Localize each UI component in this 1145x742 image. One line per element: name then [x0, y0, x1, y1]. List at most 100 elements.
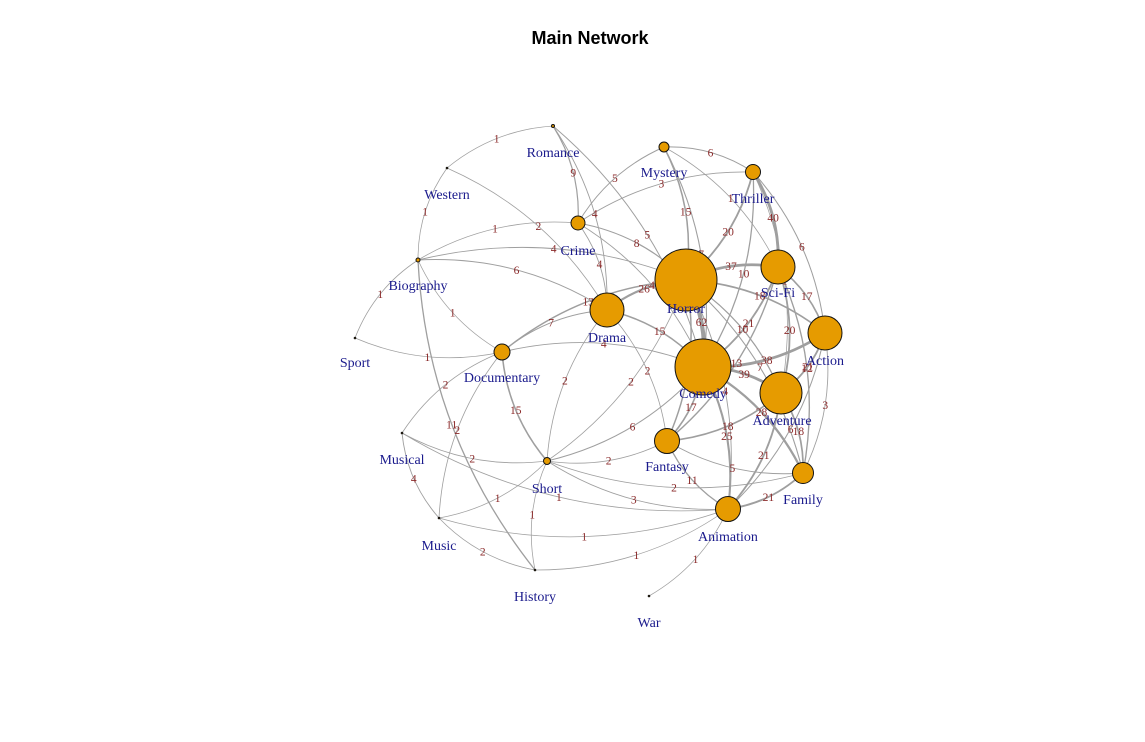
node-label-western: Western: [424, 188, 470, 203]
edge-documentary-biography: [417, 259, 503, 353]
edge-weight-label-music-history: 2: [480, 547, 486, 559]
edge-weight-label-adventure-family: 18: [793, 426, 805, 438]
node-mystery: [658, 141, 670, 153]
edge-weight-label-drama-documentary: 7: [548, 318, 554, 330]
edge-weight-label-horror-comedy: 62: [696, 317, 708, 329]
node-adventure: [759, 371, 803, 415]
edge-weight-label-documentary-musical: 2: [443, 380, 449, 392]
edge-crime-biography: [417, 221, 579, 261]
node-label-action: Action: [806, 354, 844, 369]
node-music: [437, 516, 441, 520]
node-label-biography: Biography: [388, 279, 447, 294]
node-label-short: Short: [532, 482, 562, 497]
edge-weight-label-comedy-adventure: 39: [738, 369, 750, 381]
edge-weight-label-biography-sport: 1: [377, 289, 383, 301]
edge-weight-label-drama-western: 2: [536, 221, 542, 233]
node-label-animation: Animation: [698, 530, 758, 545]
node-label-crime: Crime: [561, 244, 596, 259]
edge-weight-label-animation-musical: 1: [556, 492, 562, 504]
edge-mystery-crime: [577, 146, 665, 224]
edge-weight-label-horror-adventure: 10: [737, 324, 749, 336]
edge-crime-romance: [552, 125, 579, 224]
edge-documentary-sport: [354, 337, 503, 359]
node-label-romance: Romance: [527, 146, 580, 161]
edge-weight-label-adventure-animation: 21: [758, 450, 770, 462]
edge-sci-fi-family: [777, 266, 811, 474]
edge-weight-label-comedy-documentary: 4: [601, 338, 607, 350]
edge-weight-label-crime-biography: 1: [492, 224, 498, 236]
edge-documentary-musical: [401, 351, 503, 434]
edge-weight-label-comedy-thriller: 10: [738, 269, 750, 281]
edge-short-music: [438, 460, 548, 519]
edge-weight-label-adventure-sci-fi: 20: [784, 325, 796, 337]
edge-short-musical: [401, 432, 548, 464]
edge-weight-label-comedy-family: 28: [756, 407, 768, 419]
edge-weight-label-fantasy-short: 2: [606, 456, 612, 468]
edge-weight-label-comedy-sci-fi: 21: [743, 318, 755, 330]
node-label-history: History: [514, 590, 556, 605]
edge-weight-label-comedy-romance: 5: [644, 230, 650, 242]
node-short: [543, 457, 551, 465]
edge-action-animation: [727, 332, 826, 510]
edge-animation-history: [534, 508, 729, 571]
edge-weight-label-crime-romance: 9: [570, 168, 576, 180]
edge-weight-label-musical-music: 4: [411, 474, 417, 486]
node-label-fantasy: Fantasy: [645, 460, 689, 475]
node-action: [807, 315, 843, 351]
node-label-musical: Musical: [379, 453, 424, 468]
edge-animation-war: [648, 508, 729, 597]
node-biography: [415, 257, 421, 263]
edge-music-history: [438, 517, 536, 571]
node-western: [445, 166, 449, 170]
edge-weight-label-horror-drama: 26: [638, 284, 650, 296]
node-romance: [551, 124, 555, 128]
edge-drama-biography: [417, 259, 608, 311]
edge-weight-label-fantasy-drama: 2: [645, 366, 651, 378]
edge-weight-label-sci-fi-fantasy: 13: [731, 358, 743, 370]
edge-drama-western: [446, 167, 608, 311]
edge-weight-label-short-musical: 2: [469, 454, 475, 466]
edge-thriller-crime: [577, 171, 754, 224]
node-sport: [353, 336, 357, 340]
edge-sci-fi-mystery: [663, 146, 779, 268]
edge-weight-label-horror-short: 2: [628, 377, 634, 389]
edge-biography-sport: [354, 259, 419, 339]
node-crime: [570, 215, 586, 231]
edge-weight-label-comedy-action: 38: [761, 355, 773, 367]
edge-thriller-mystery: [663, 146, 754, 173]
edge-weight-label-horror-mystery: 15: [680, 207, 692, 219]
edge-weight-label-comedy-short: 6: [630, 422, 636, 434]
edge-weight-label-family-short: 2: [671, 483, 677, 495]
node-thriller: [745, 164, 761, 180]
edge-animation-music: [438, 508, 729, 538]
edge-weight-label-horror-biography: 4: [551, 244, 557, 256]
edge-weight-label-horror-thriller: 20: [722, 226, 734, 238]
node-label-adventure: Adventure: [752, 414, 811, 429]
edge-documentary-music: [438, 351, 503, 519]
edge-weight-label-comedy-crime: 4: [649, 280, 655, 292]
edge-horror-biography: [417, 247, 687, 281]
edge-documentary-short: [501, 351, 548, 462]
edge-weight-label-romance-western: 1: [494, 134, 500, 146]
edge-weight-label-comedy-drama: 15: [654, 326, 666, 338]
node-label-thriller: Thriller: [732, 192, 775, 207]
edge-weight-label-action-animation: 6: [788, 424, 794, 436]
edge-weight-label-drama-romance: 4: [592, 209, 598, 221]
edge-biography-western: [417, 167, 448, 261]
edge-weight-label-comedy-animation: 25: [721, 431, 733, 443]
edge-weight-label-thriller-crime: 3: [659, 179, 665, 191]
node-label-documentary: Documentary: [464, 371, 540, 386]
node-label-family: Family: [783, 493, 823, 508]
edge-musical-music: [401, 432, 440, 519]
node-history: [533, 568, 537, 572]
node-label-sci-fi: Sci-Fi: [761, 286, 795, 301]
edge-weight-label-drama-crime: 4: [597, 259, 603, 271]
edge-weight-label-animation-music: 1: [581, 532, 587, 544]
edge-weight-label-horror-family: 7: [757, 362, 763, 374]
nodes-layer: [353, 124, 843, 598]
edge-weight-label-drama-short: 2: [562, 376, 568, 388]
edge-drama-romance: [552, 125, 608, 311]
edge-weight-label-action-family: 3: [822, 400, 828, 412]
edge-fantasy-short: [546, 440, 668, 464]
edge-weight-label-mystery-crime: 5: [612, 173, 618, 185]
